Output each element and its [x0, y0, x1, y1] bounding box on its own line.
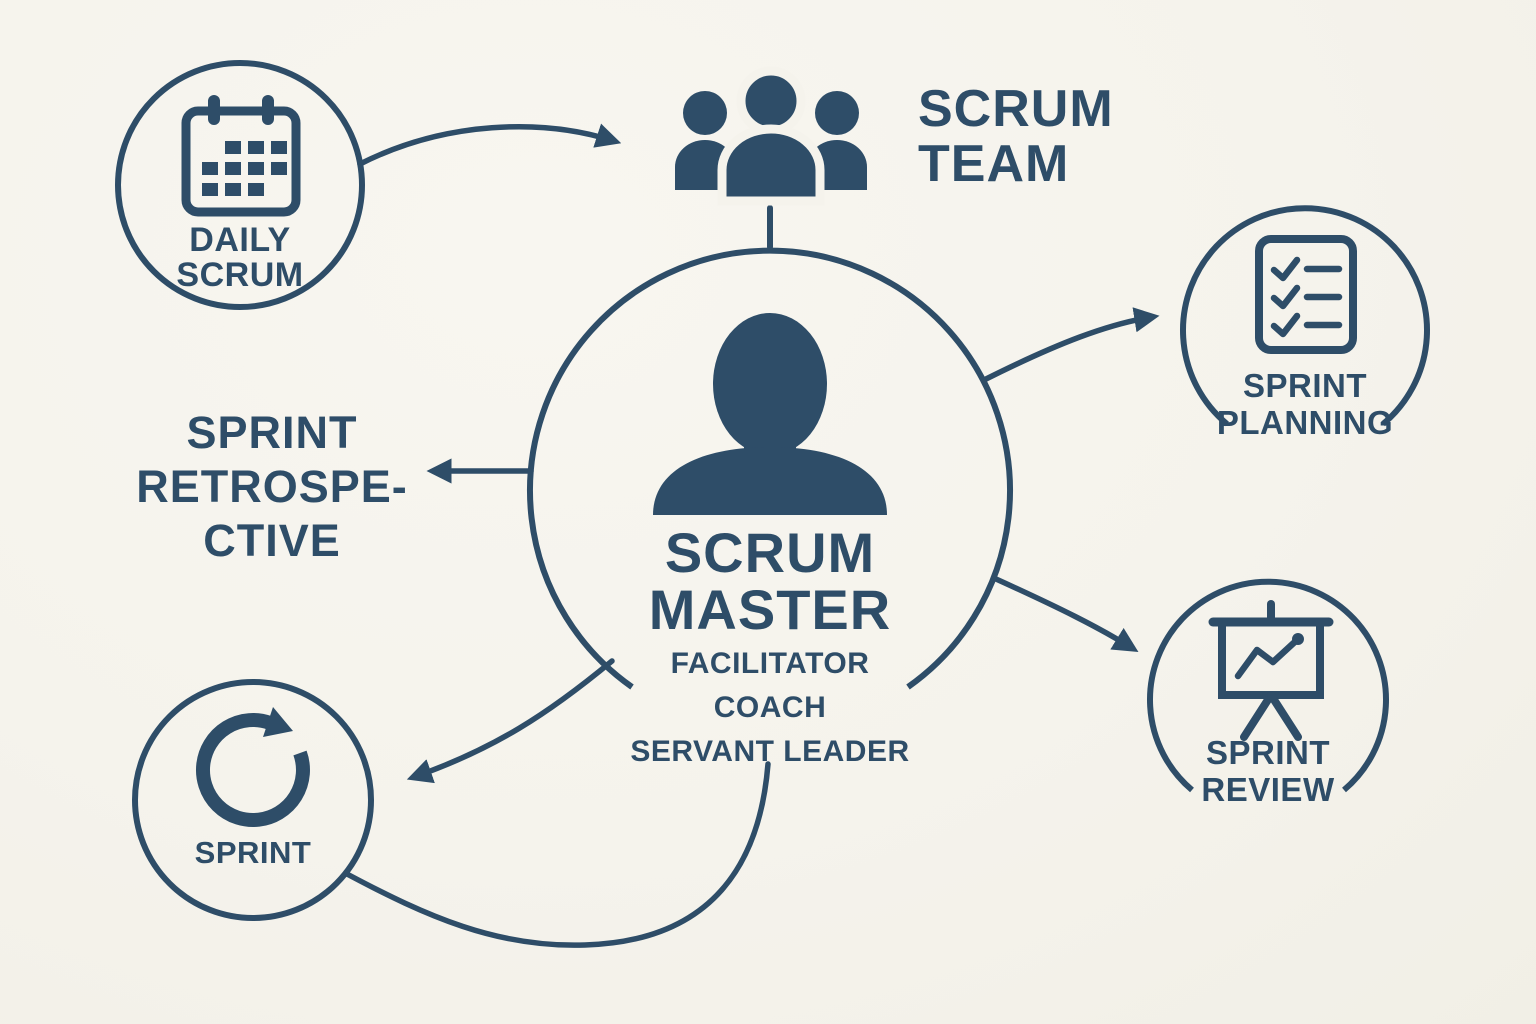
connector-scrum-master-to-sprint	[344, 761, 771, 948]
arrow-scrum-master-to-sprint-planning	[983, 307, 1160, 382]
label-line: DAILY	[189, 221, 291, 259]
label-line: MASTER	[648, 578, 892, 641]
label-line: SCRUM	[664, 521, 876, 584]
label-line: SPRINT	[194, 835, 312, 870]
daily-scrum-circle	[115, 60, 365, 310]
sprint-retrospective-label: SPRINT RETROSPE- CTIVE	[72, 406, 472, 568]
sprint-review-node	[1147, 578, 1389, 793]
daily-scrum-label: DAILY SCRUM	[115, 223, 365, 293]
label-line: TEAM	[918, 135, 1070, 193]
arrow-scrum-master-to-sprint-review	[993, 576, 1139, 652]
label-line: SPRINT	[186, 407, 358, 458]
team-icon	[675, 66, 867, 206]
label-line: SPRINT	[1205, 734, 1330, 771]
label-line: SCRUM	[176, 256, 304, 294]
scrum-master-circle	[527, 247, 1013, 690]
daily-scrum-node	[115, 60, 365, 310]
arrow-scrum-master-to-sprint	[406, 658, 615, 784]
sprint-planning-label: SPRINT PLANNING	[1155, 367, 1455, 441]
role-coach: COACH	[713, 691, 827, 724]
sprint-node	[132, 679, 374, 921]
label-line: RETROSPE-	[136, 461, 408, 512]
sprint-label: SPRINT	[128, 835, 378, 871]
label-line: SCRUM	[918, 80, 1114, 138]
sprint-review-label: SPRINT REVIEW	[1118, 734, 1418, 808]
person-icon	[653, 313, 887, 515]
role-facilitator: FACILITATOR	[670, 647, 870, 680]
sprint-planning-node	[1180, 205, 1430, 427]
calendar-icon	[181, 95, 301, 217]
checklist-icon	[1255, 235, 1357, 354]
scrum-master-node	[527, 247, 1013, 690]
role-servant-leader: SERVANT LEADER	[630, 735, 910, 768]
label-line: PLANNING	[1216, 404, 1394, 441]
label-line: SPRINT	[1242, 367, 1367, 404]
scrum-team-label: SCRUM TEAM	[918, 82, 1338, 192]
sprint-circle	[132, 679, 374, 921]
label-line: REVIEW	[1201, 771, 1335, 808]
label-line: CTIVE	[203, 515, 341, 566]
sprint-review-circle	[1147, 578, 1389, 793]
arrow-daily-scrum-to-scrum-team	[357, 123, 622, 167]
scrum-master-title: SCRUM MASTER	[570, 524, 970, 638]
sprint-planning-circle	[1180, 205, 1430, 427]
cycle-arrow-icon	[196, 707, 310, 827]
scrum-master-roles: FACILITATOR COACH SERVANT LEADER	[570, 642, 970, 774]
presentation-chart-icon	[1208, 600, 1334, 741]
